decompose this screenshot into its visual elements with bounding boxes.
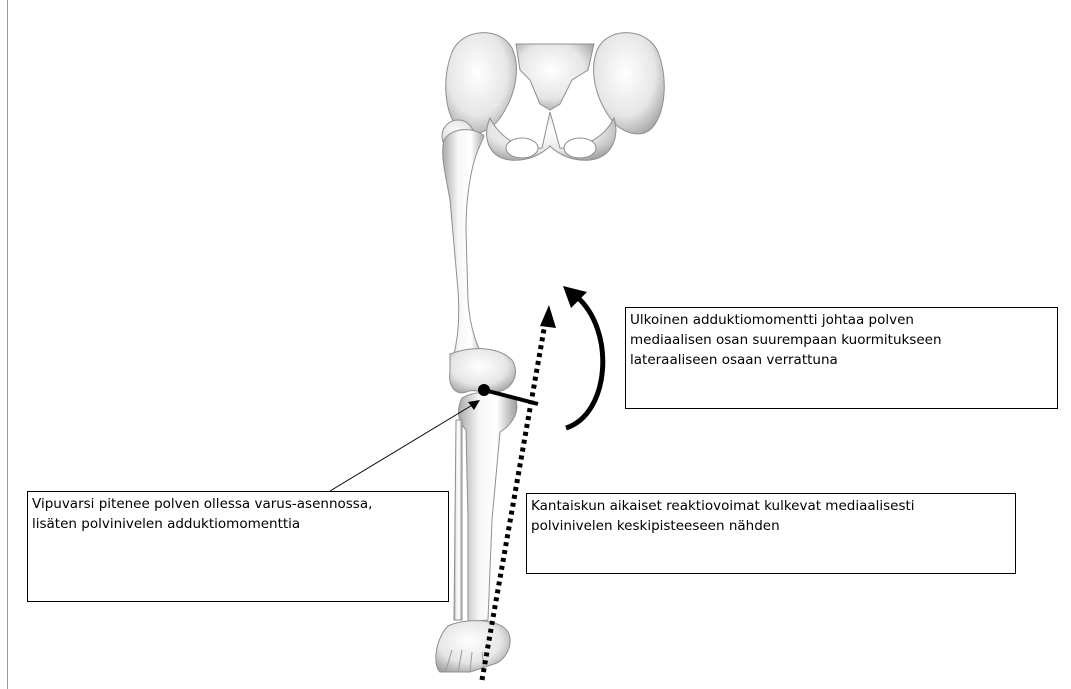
callout-text-line: Kantaiskun aikaiset reaktiovoimat kulkev… <box>531 496 1011 516</box>
callout-text-line: polvinivelen keskipisteeseen nähden <box>531 516 1011 536</box>
callout-text-line: mediaalisen osan suurempaan kuormituksee… <box>630 330 1053 350</box>
lever-arm-callout: Vipuvarsi pitenee polven ollessa varus-a… <box>27 491 449 602</box>
foot <box>436 621 510 672</box>
callout-text-line: Vipuvarsi pitenee polven ollessa varus-a… <box>32 494 444 514</box>
knee-center-point <box>478 384 490 396</box>
lever-arm-pointer-line <box>330 404 474 491</box>
reaction-forces-callout: Kantaiskun aikaiset reaktiovoimat kulkev… <box>526 493 1016 574</box>
tibia-fibula <box>454 392 517 622</box>
adduction-moment-arrow <box>566 296 603 428</box>
adduction-moment-callout: Ulkoinen adduktiomomentti johtaa polven … <box>625 307 1058 409</box>
callout-text-line: lisäten polvinivelen adduktiomomenttia <box>32 514 444 534</box>
ground-reaction-force-arrowhead <box>540 305 556 328</box>
callout-text-line: lateraaliseen osaan verrattuna <box>630 350 1053 370</box>
callout-text-line: Ulkoinen adduktiomomentti johtaa polven <box>630 310 1053 330</box>
femur <box>442 120 515 393</box>
